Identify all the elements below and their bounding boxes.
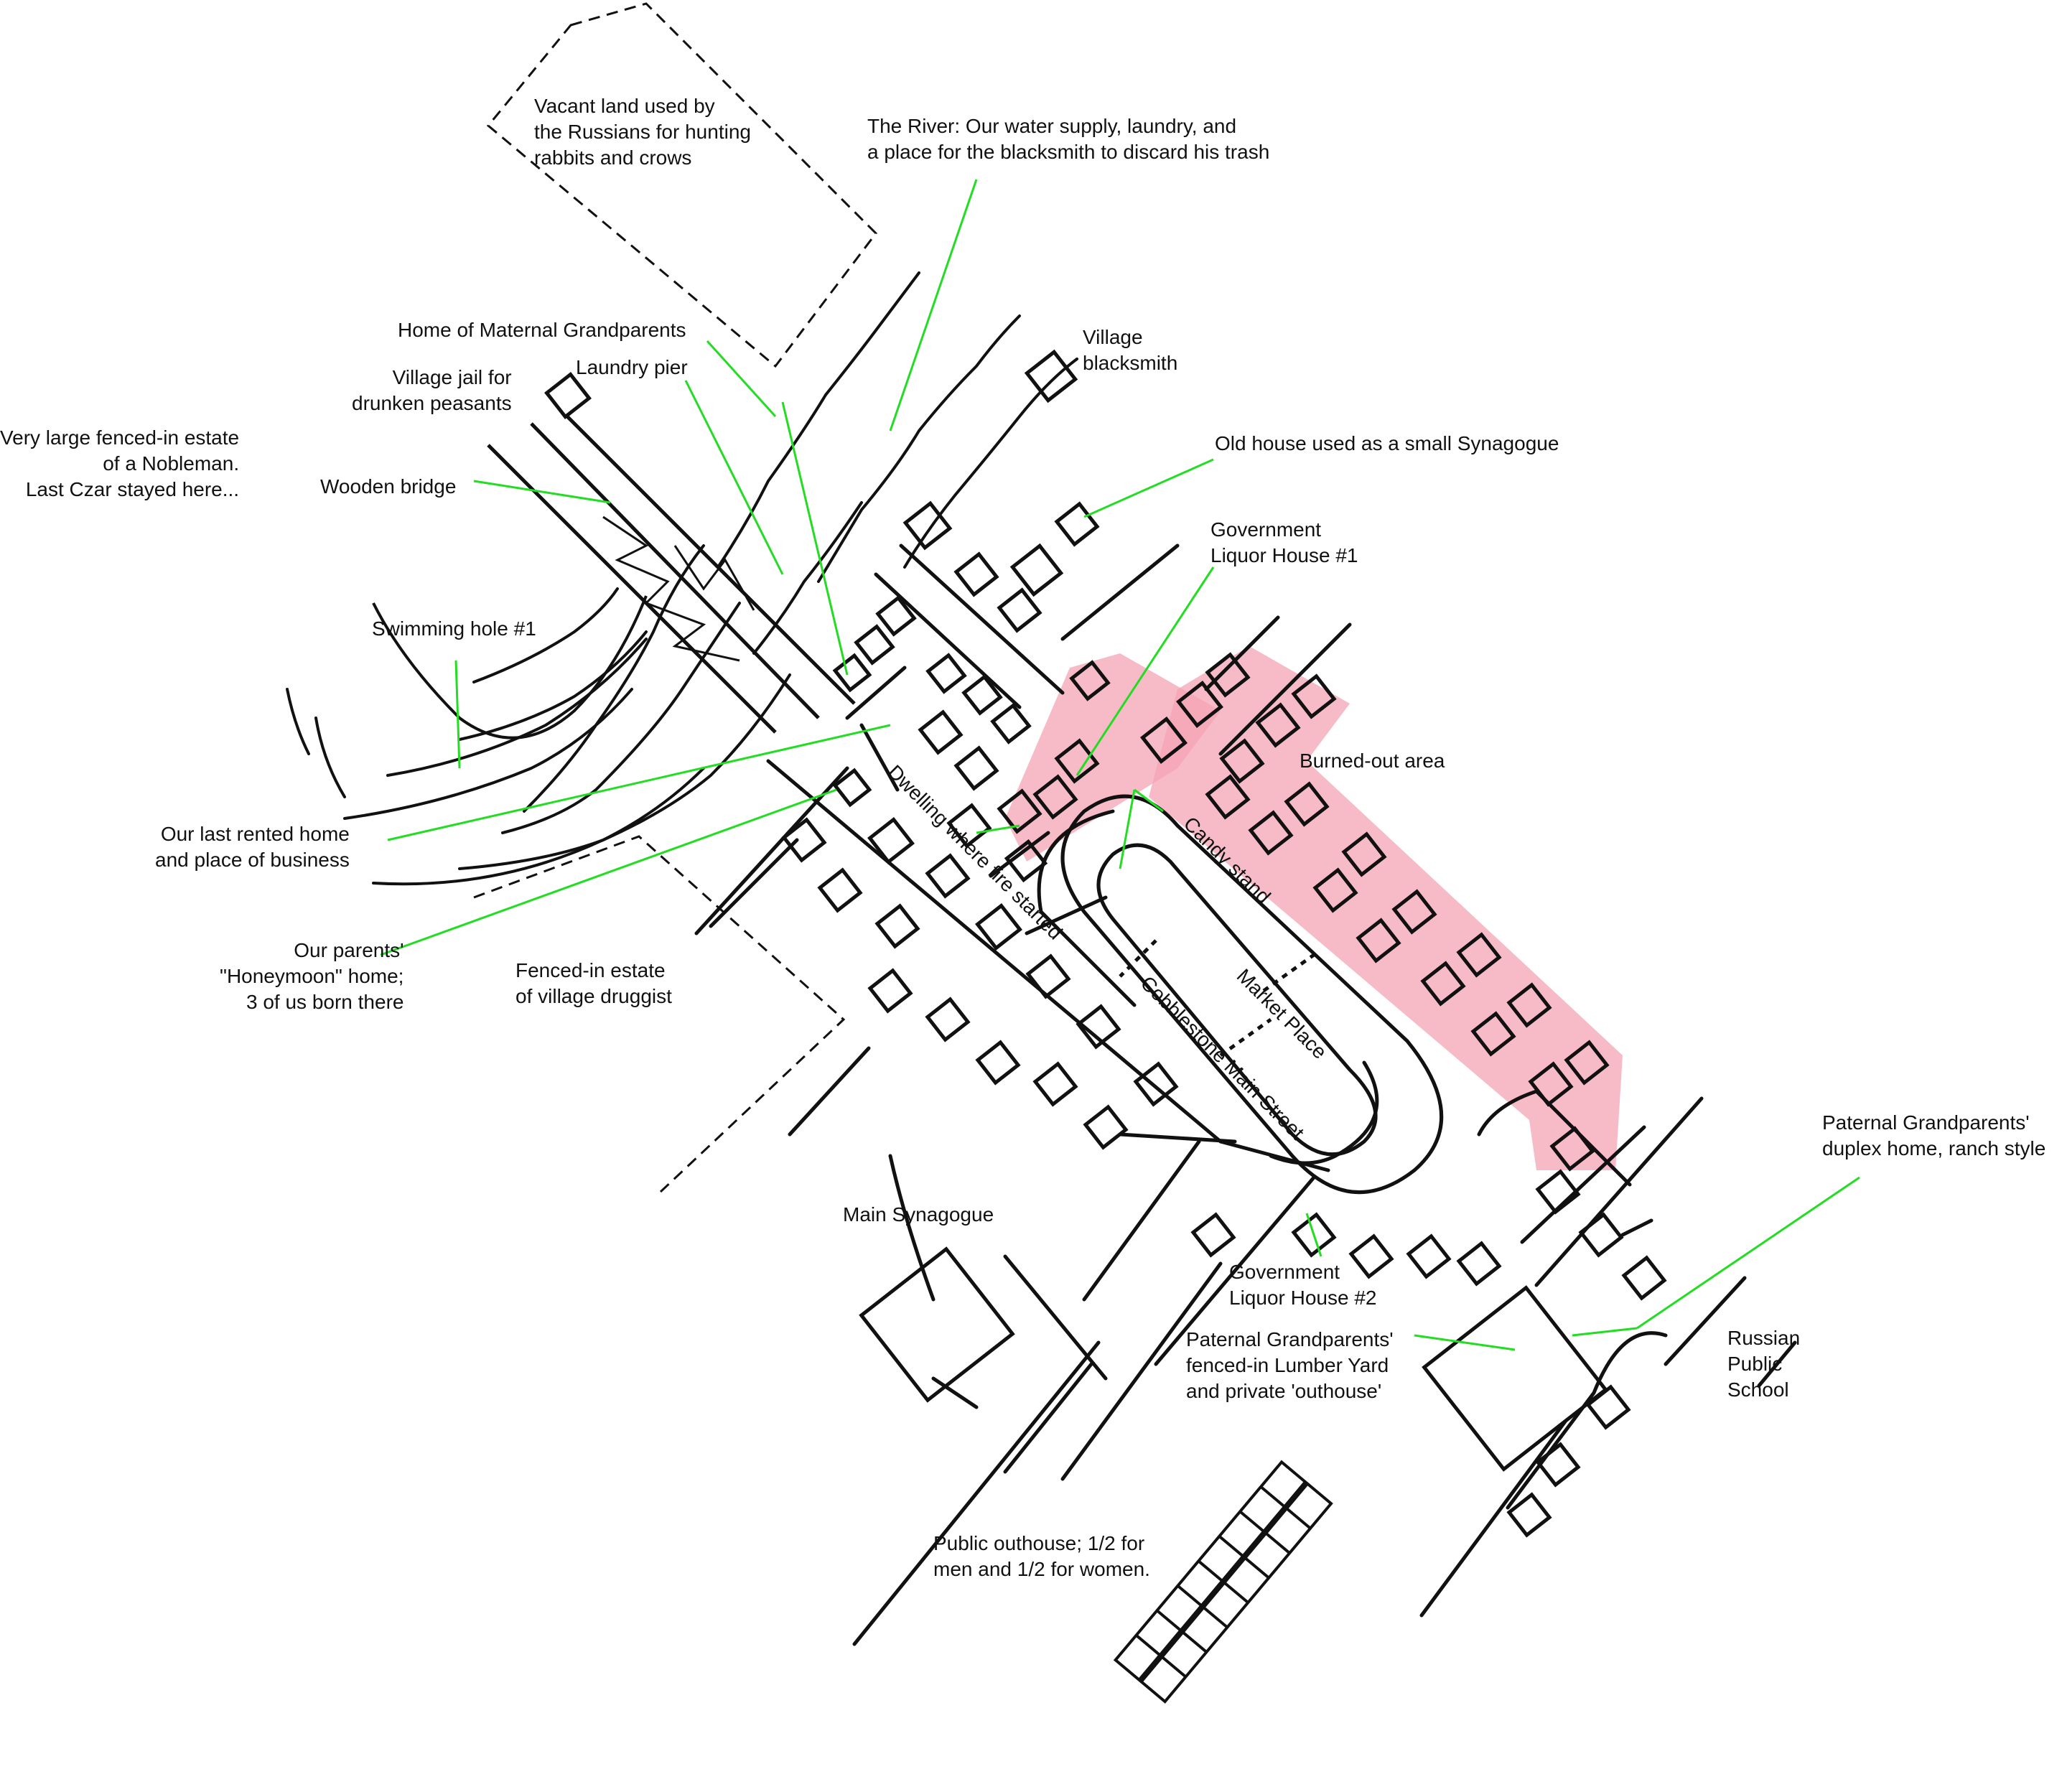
leader-lines xyxy=(380,179,1860,1351)
vacant-land-boundary xyxy=(486,2,877,368)
label-village-blacksmith: Village blacksmith xyxy=(1083,326,1178,374)
label-russian-school: Russian Public School xyxy=(1727,1327,1801,1401)
label-lumber-yard: Paternal Grandparents' fenced-in Lumber … xyxy=(1186,1328,1394,1402)
label-small-synagogue: Old house used as a small Synagogue xyxy=(1215,432,1559,454)
label-nobleman-estate: Very large fenced-in estate of a Noblema… xyxy=(0,426,240,500)
wooden-bridge xyxy=(487,415,856,734)
public-outhouse-building xyxy=(1113,1460,1333,1704)
label-maternal-grandparents: Home of Maternal Grandparents xyxy=(398,319,686,341)
label-public-outhouse: Public outhouse; 1/2 for men and 1/2 for… xyxy=(933,1532,1150,1580)
label-river: The River: Our water supply, laundry, an… xyxy=(867,115,1270,163)
label-liquor-house-1: Government Liquor House #1 xyxy=(1210,518,1358,566)
label-last-rented-home: Our last rented home and place of busine… xyxy=(155,823,350,871)
main-synagogue-building xyxy=(859,1246,1015,1403)
label-liquor-house-2: Government Liquor House #2 xyxy=(1229,1261,1377,1309)
label-druggist-estate: Fenced-in estate of village druggist xyxy=(516,959,672,1007)
label-village-jail: Village jail for drunken peasants xyxy=(352,366,512,414)
swimming-hole-shore xyxy=(372,595,648,739)
houses xyxy=(544,349,1667,1538)
label-vacant-land: Vacant land used by the Russians for hun… xyxy=(534,95,751,169)
label-laundry-pier: Laundry pier xyxy=(576,356,688,378)
river xyxy=(286,271,1078,886)
burned-out-area xyxy=(1005,646,1623,1170)
label-paternal-duplex: Paternal Grandparents' duplex home, ranc… xyxy=(1822,1111,2046,1159)
label-swimming-hole: Swimming hole #1 xyxy=(372,617,536,640)
druggist-estate-boundary xyxy=(473,835,846,1193)
lumber-yard-fence xyxy=(1422,1285,1608,1472)
label-honeymoon-home: Our parents' "Honeymoon" home; 3 of us b… xyxy=(220,939,404,1013)
label-wooden-bridge: Wooden bridge xyxy=(320,475,457,498)
label-burned-out-area: Burned-out area xyxy=(1300,750,1445,772)
roads xyxy=(694,543,1797,1646)
label-main-synagogue: Main Synagogue xyxy=(843,1203,994,1226)
